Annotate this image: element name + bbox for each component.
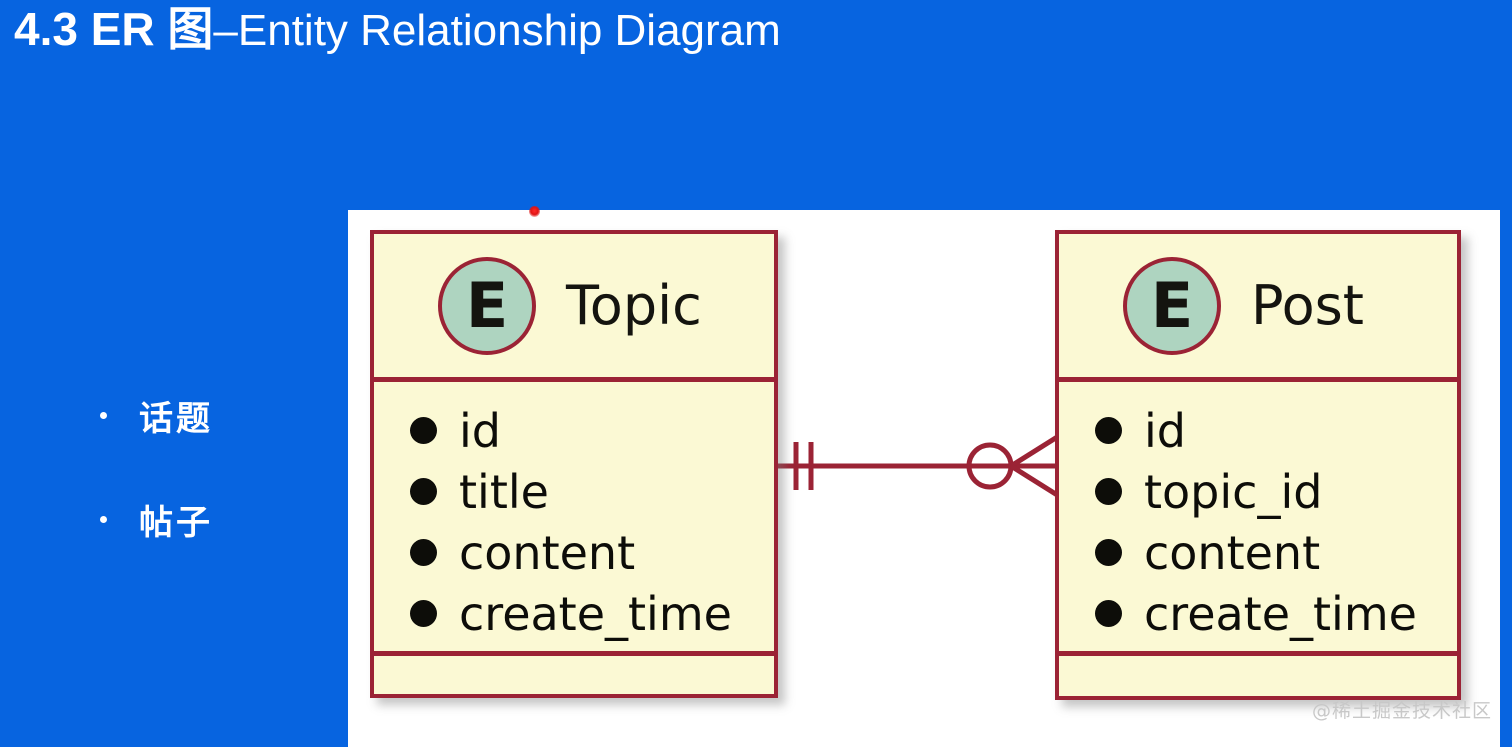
table-row: content (1095, 522, 1457, 583)
bullet-dot-icon (100, 411, 107, 419)
table-row: create_time (410, 583, 774, 644)
relationship-connector (770, 431, 1065, 501)
field-bullet-icon (410, 417, 437, 444)
watermark: @稀土掘金技术社区 (1311, 700, 1492, 722)
table-row: title (410, 461, 774, 522)
entity-box-post[interactable]: E Post id topic_id content create_time (1055, 230, 1461, 700)
table-row: id (1095, 400, 1457, 461)
entity-header: E Topic (374, 234, 774, 382)
field-bullet-icon (410, 600, 437, 627)
field-label: content (459, 525, 636, 580)
entity-badge-letter: E (1150, 268, 1194, 342)
field-label: id (1144, 403, 1186, 458)
page-title-cjk: 图 (167, 3, 214, 55)
page-title-subtitle: –Entity Relationship Diagram (213, 6, 781, 55)
table-row: content (410, 522, 774, 583)
field-bullet-icon (1095, 600, 1122, 627)
list-item: 话题 (100, 392, 213, 439)
table-row: topic_id (1095, 461, 1457, 522)
crowsfoot-upper-icon (1009, 431, 1064, 469)
table-row: create_time (1095, 583, 1457, 644)
field-label: topic_id (1144, 464, 1323, 519)
field-bullet-icon (410, 539, 437, 566)
table-row: id (410, 400, 774, 461)
page-title-number: 4.3 ER (14, 3, 168, 55)
entity-name: Topic (566, 273, 702, 337)
bullet-list: 话题 帖子 (100, 392, 213, 600)
bullet-label: 话题 (139, 398, 213, 439)
field-label: id (459, 403, 501, 458)
entity-box-topic[interactable]: E Topic id title content create_time (370, 230, 778, 698)
entity-name: Post (1251, 273, 1364, 337)
entity-badge-icon: E (1123, 256, 1221, 355)
entity-field-list: id title content create_time (374, 382, 774, 656)
entity-badge-icon: E (438, 256, 536, 355)
bullet-label: 帖子 (139, 502, 213, 543)
entity-field-list: id topic_id content create_time (1059, 382, 1457, 656)
page-title: 4.3 ER 图–Entity Relationship Diagram (14, 6, 781, 53)
field-label: create_time (1144, 586, 1417, 641)
field-bullet-icon (1095, 478, 1122, 505)
field-label: title (459, 464, 549, 519)
field-label: create_time (459, 586, 732, 641)
field-bullet-icon (1095, 539, 1122, 566)
list-item: 帖子 (100, 496, 213, 543)
entity-footer-compartment (1059, 656, 1457, 686)
entity-badge-letter: E (465, 268, 509, 342)
entity-header: E Post (1059, 234, 1457, 382)
entity-footer-compartment (374, 656, 774, 686)
bullet-dot-icon (100, 515, 107, 523)
crowsfoot-lower-icon (1009, 463, 1064, 501)
annotation-dot-icon (529, 206, 540, 217)
field-bullet-icon (1095, 417, 1122, 444)
field-label: content (1144, 525, 1321, 580)
field-bullet-icon (410, 478, 437, 505)
